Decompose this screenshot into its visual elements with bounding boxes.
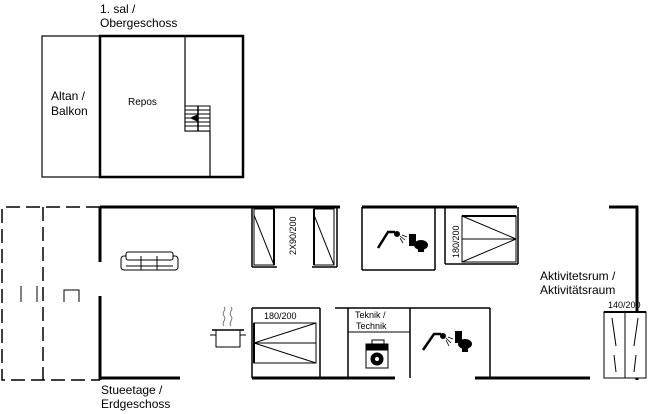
shower-icon <box>421 332 454 351</box>
stove-pot-icon <box>210 306 246 348</box>
terrace-marks <box>20 286 80 302</box>
balcony-label-line2: Balkon <box>51 104 88 118</box>
toilet-icon <box>455 331 472 352</box>
stairs-icon <box>184 105 211 132</box>
terrace-outline <box>1 206 100 381</box>
bed-size-label-activity: 140/200 <box>608 300 641 310</box>
upper-floor: 1. sal / Obergeschoss Altan / Balkon Rep… <box>41 2 245 179</box>
ground-floor-title-line2: Erdgeschoss <box>101 397 170 411</box>
sofa-icon <box>120 251 179 271</box>
bed-size-label-right: 180/200 <box>451 225 461 258</box>
ground-floor-title-line1: Stueetage / <box>101 383 163 397</box>
shower-icon <box>376 230 408 249</box>
balcony-label-line1: Altan / <box>51 89 86 103</box>
double-bed-activity <box>603 311 647 379</box>
ground-floor: 2X90/200 180/200 180/200 <box>1 205 647 411</box>
tech-room-label-line1: Teknik / <box>355 310 386 320</box>
upper-floor-title-line1: 1. sal / <box>100 2 136 16</box>
activity-room-label-line2: Aktivitätsraum <box>540 283 615 297</box>
toilet-icon <box>409 234 428 252</box>
tech-room-label-line2: Technik <box>356 321 387 331</box>
activity-room-label-line1: Aktivitetsrum / <box>540 269 616 283</box>
upper-floor-title-line2: Obergeschoss <box>100 16 177 30</box>
landing-label: Repos <box>128 97 157 108</box>
double-bed-right <box>461 215 517 263</box>
double-bed-center <box>253 322 317 364</box>
bed-size-label-center: 180/200 <box>264 311 297 321</box>
bunk-bed-size-label: 2X90/200 <box>288 216 298 255</box>
landing-walls <box>98 34 245 179</box>
washing-machine-icon <box>365 339 389 369</box>
interior-walls <box>251 207 519 378</box>
bunk-beds <box>253 208 335 266</box>
